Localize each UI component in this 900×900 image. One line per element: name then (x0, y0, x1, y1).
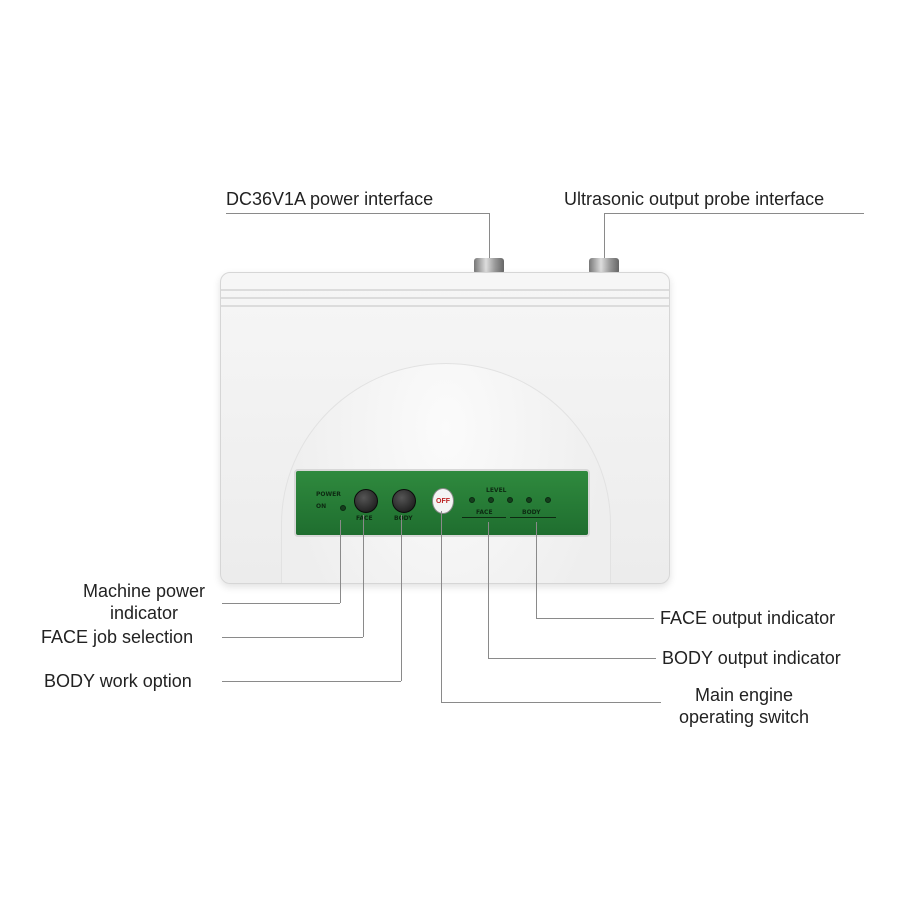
main-switch-label-line2: operating switch (678, 707, 810, 727)
probe-port (589, 258, 619, 274)
device-rib (221, 305, 669, 307)
device-rib (221, 289, 669, 291)
power-interface-label: DC36V1A power interface (226, 189, 434, 209)
face-output-leader-v (536, 522, 537, 618)
face-job-label: FACE job selection (41, 627, 194, 647)
level-led (488, 497, 494, 503)
body-knob-text: BODY (394, 515, 413, 522)
body-group-line (510, 517, 556, 518)
face-output-leader-h (536, 618, 654, 619)
face-knob-text: FACE (356, 515, 373, 522)
main-switch-label: Main engine operating switch (664, 684, 824, 728)
face-group-text: FACE (476, 509, 493, 516)
machine-power-label-line1: Machine power (82, 581, 206, 601)
device-body (220, 272, 670, 584)
main-switch-leader-v (441, 511, 442, 702)
main-operating-switch[interactable]: OFF (432, 488, 454, 514)
probe-interface-leader-h (604, 213, 864, 214)
body-work-leader-v (401, 515, 402, 681)
power-text: POWER (316, 491, 341, 498)
face-group-line (462, 517, 506, 518)
on-text: ON (316, 503, 327, 510)
level-led (526, 497, 532, 503)
body-output-leader-v (488, 522, 489, 658)
body-output-leader-h (488, 658, 656, 659)
level-led (507, 497, 513, 503)
power-indicator-led (340, 505, 346, 511)
power-interface-leader-v (489, 213, 490, 263)
level-text: LEVEL (486, 487, 507, 494)
body-work-leader-h (222, 681, 401, 682)
body-output-label: BODY output indicator (662, 648, 841, 668)
level-led (469, 497, 475, 503)
level-led (545, 497, 551, 503)
machine-power-leader-h (222, 603, 340, 604)
machine-power-label-line2: indicator (109, 603, 179, 623)
face-output-label: FACE output indicator (660, 608, 836, 628)
face-job-knob[interactable] (354, 489, 378, 513)
control-panel: POWER ON FACE BODY OFF LEVEL FACE BODY (294, 469, 590, 537)
face-job-leader-v (363, 515, 364, 637)
device-rib (221, 297, 669, 299)
probe-interface-leader-v (604, 213, 605, 263)
main-switch-label-line1: Main engine (694, 685, 794, 705)
power-port (474, 258, 504, 274)
body-work-knob[interactable] (392, 489, 416, 513)
face-job-leader-h (222, 637, 363, 638)
machine-power-leader-v (340, 520, 341, 603)
machine-power-label: Machine power indicator (74, 580, 214, 624)
power-interface-leader-h (226, 213, 489, 214)
probe-interface-label: Ultrasonic output probe interface (564, 189, 825, 209)
main-switch-leader-h (441, 702, 661, 703)
body-work-label: BODY work option (44, 671, 192, 691)
body-group-text: BODY (522, 509, 541, 516)
